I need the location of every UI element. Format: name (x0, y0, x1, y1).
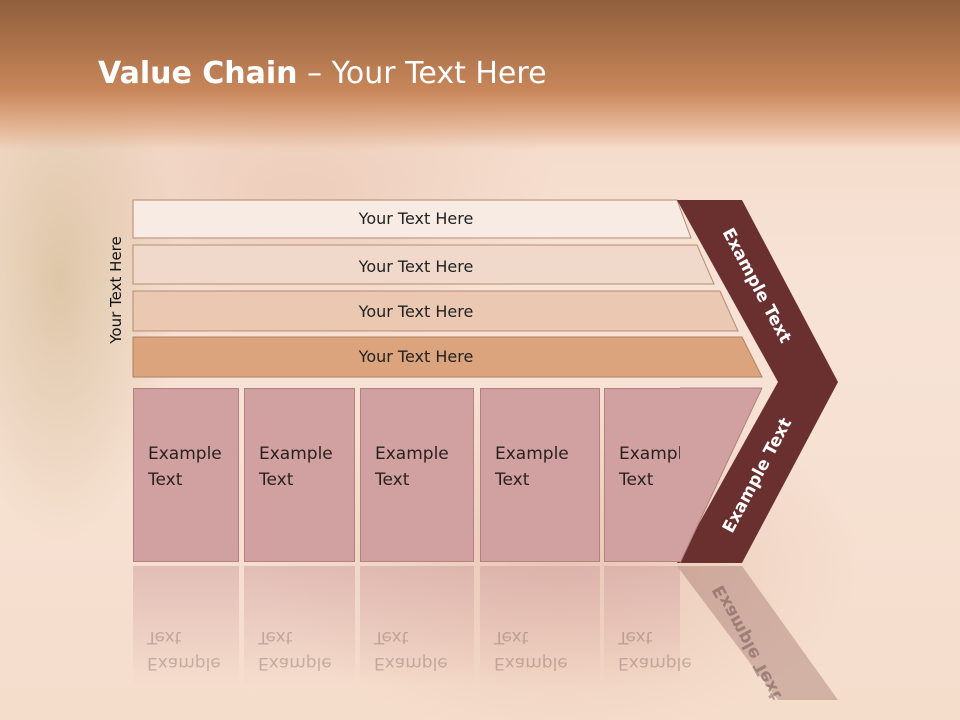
box-4-reflection-label: Example Text (494, 627, 568, 673)
title-rest: – Your Text Here (297, 56, 547, 91)
box-5-label: Example Text (619, 444, 693, 490)
bar-2-label: Your Text Here (358, 257, 474, 276)
bar-4-label: Your Text Here (358, 347, 474, 366)
box-2: Example Text (244, 388, 355, 562)
bar-1-label: Your Text Here (358, 209, 474, 228)
box-3: Example Text (360, 388, 474, 562)
bar-2 (132, 244, 715, 285)
box-2-reflection-label: Example Text (258, 627, 332, 673)
header-band (0, 0, 960, 150)
box-2-reflection: Example Text (244, 566, 355, 686)
title-bold: Value Chain (98, 56, 298, 91)
chevron-reflection (677, 566, 838, 700)
box-1-label: Example Text (148, 444, 222, 490)
slide-title: Value Chain – Your Text Here (98, 56, 547, 91)
chevron-upper (677, 200, 838, 382)
bar-1 (132, 199, 692, 239)
box-2-label: Example Text (259, 444, 333, 490)
box-3-reflection-label: Example Text (374, 627, 448, 673)
box-4: Example Text (480, 388, 600, 562)
box-5-reflection: Example Text (604, 566, 692, 686)
bar-4 (132, 336, 763, 378)
box-1-reflection: Example Text (133, 566, 239, 686)
box-1-reflection-label: Example Text (147, 627, 221, 673)
box-1: Example Text (133, 388, 239, 562)
box-5-reflection-label: Example Text (618, 627, 692, 673)
box-3-label: Example Text (375, 444, 449, 490)
bar-3-label: Your Text Here (358, 302, 474, 321)
bar-3 (132, 290, 739, 332)
box-5: Example Text (604, 388, 693, 562)
box-3-reflection: Example Text (360, 566, 474, 686)
box-4-label: Example Text (495, 444, 569, 490)
box-4-reflection: Example Text (480, 566, 600, 686)
